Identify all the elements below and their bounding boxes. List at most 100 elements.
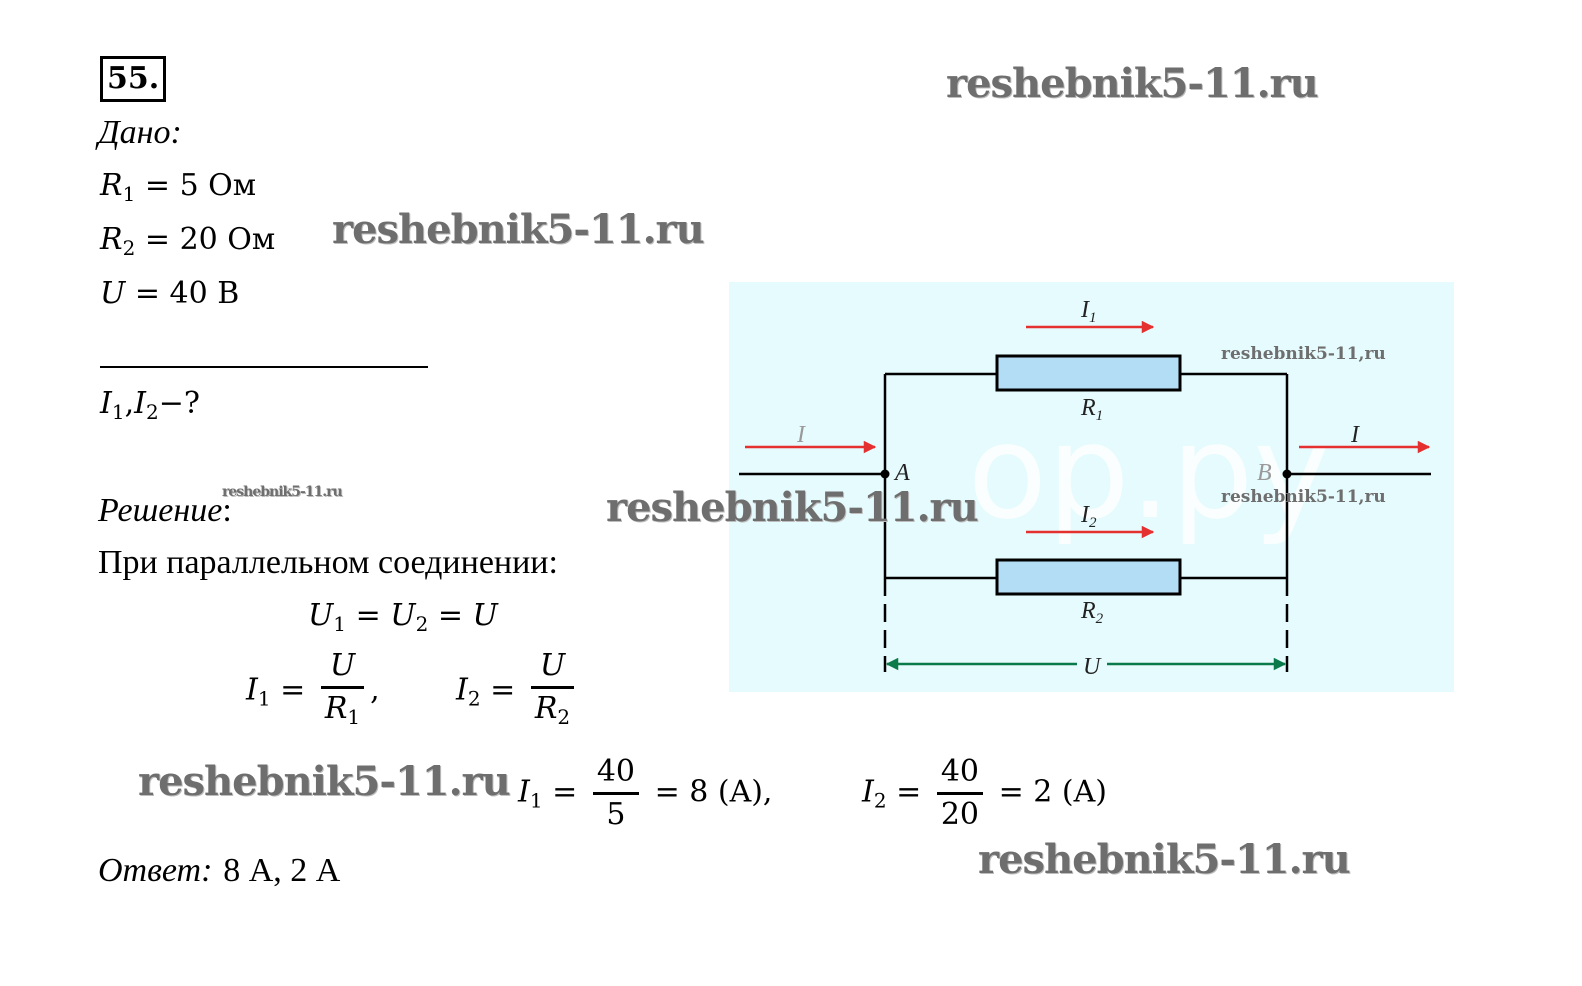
equals: = (134, 276, 160, 311)
label-i1: I1 (1080, 297, 1097, 326)
subscript: 1 (529, 788, 543, 813)
subscript: 2 (1089, 515, 1097, 531)
equals: = (896, 774, 922, 810)
find-question: I1,I2−? (100, 386, 200, 424)
symbol: R (100, 168, 123, 203)
symbol: R (1080, 395, 1096, 421)
label-node-b: B (1257, 460, 1272, 486)
subscript: 1 (347, 705, 361, 729)
subscript: 2 (1096, 611, 1104, 627)
label-i-in: I (796, 422, 806, 448)
subscript: 2 (122, 236, 136, 260)
fraction-bar (592, 792, 640, 795)
watermark-bottom: reshebnik5-11.ru (978, 836, 1351, 883)
denominator: R1 (321, 689, 364, 737)
value: 40 В (169, 276, 240, 311)
resistor-r1 (995, 354, 1182, 392)
symbol: R (324, 691, 348, 726)
given-divider (100, 366, 428, 368)
comma: , (370, 672, 380, 708)
label-voltage: U (1083, 654, 1102, 680)
equals: = (144, 168, 171, 203)
fraction: U R2 (530, 646, 575, 737)
circuit-diagram: ор.ру I1 I2 I I R1 R2 A B U reshebnik (729, 282, 1454, 692)
subscript: 1 (333, 612, 347, 636)
equals: = (552, 774, 578, 810)
symbol: R (100, 222, 123, 257)
problem-number: 55. (100, 56, 167, 102)
symbol: I (100, 386, 112, 421)
subscript: 1 (1089, 310, 1097, 326)
formula-i2: I2 = U R2 (456, 646, 580, 737)
value: 5 Ом (179, 168, 257, 203)
symbol: I (246, 672, 258, 708)
symbol: U (308, 598, 334, 633)
watermark-given: reshebnik5-11.ru (332, 206, 705, 253)
label-node-a: A (893, 460, 910, 486)
fraction: U R1 (320, 646, 365, 737)
faint-watermark: ор.ру (968, 396, 1331, 548)
solution-heading: Решение: (98, 490, 232, 530)
equals: = (355, 598, 381, 633)
denominator: R2 (531, 689, 574, 737)
symbol: U (100, 276, 126, 311)
question-mark: −? (158, 386, 200, 421)
watermark-center: reshebnik5-11.ru (606, 484, 979, 531)
subscript: 2 (146, 400, 159, 424)
formula-i1: I1 = U R1 , (246, 646, 380, 737)
symbol: I (862, 774, 874, 810)
symbol: I (1080, 502, 1090, 528)
fraction: 40 20 (936, 752, 984, 835)
watermark-small: reshebnik5-11.ru (222, 484, 343, 500)
given-heading: Дано: (98, 114, 182, 151)
symbol: R (534, 691, 558, 726)
numerator: 40 (940, 754, 980, 789)
fraction-bar (320, 686, 365, 689)
watermark-diagram-2: reshebnik5-11,ru (1221, 487, 1386, 507)
voltage-label-bg (1077, 650, 1107, 676)
symbol: I (456, 672, 468, 708)
subscript: 2 (873, 788, 887, 813)
numerator: 40 (596, 754, 636, 789)
subscript: 1 (1096, 408, 1104, 424)
label-r1: R1 (1080, 395, 1103, 424)
subscript: 1 (122, 182, 136, 206)
symbol: I (1080, 297, 1090, 323)
symbol: U (390, 598, 416, 633)
fraction-bar (530, 686, 575, 689)
result: = 8 (A), (654, 774, 773, 810)
solution-colon: : (222, 492, 232, 529)
watermark-top: reshebnik5-11.ru (946, 60, 1319, 107)
symbol: R (1080, 598, 1096, 624)
solution-intro: При параллельном соединении: (98, 544, 558, 581)
given-r2: R2 = 20 Ом (100, 222, 275, 260)
node-b (1282, 469, 1292, 479)
given-u: U = 40 В (100, 276, 239, 311)
equals: = (437, 598, 463, 633)
result: = 2 (A) (998, 774, 1107, 810)
subscript: 2 (467, 686, 481, 711)
subscript: 2 (415, 612, 429, 636)
answer-label: Ответ: (98, 852, 213, 889)
subscript: 1 (257, 686, 271, 711)
watermark-diagram-1: reshebnik5-11,ru (1221, 344, 1386, 364)
node-a (880, 469, 890, 479)
fraction-bar (936, 792, 984, 795)
equals: = (280, 672, 306, 708)
calc-i1: I1 = 40 5 = 8 (A), (518, 752, 772, 835)
answer: Ответ: 8 А, 2 А (98, 850, 340, 890)
label-i2: I2 (1080, 502, 1097, 531)
label-r2: R2 (1080, 598, 1104, 627)
denominator: 5 (606, 797, 626, 832)
symbol: I (518, 774, 530, 810)
wires (739, 372, 1431, 672)
symbol: I (134, 386, 146, 421)
numerator: U (329, 648, 356, 683)
resistor-r2 (995, 558, 1182, 596)
equals: = (144, 222, 171, 257)
given-r1: R1 = 5 Ом (100, 168, 256, 206)
symbol: U (472, 598, 498, 633)
subscript: 1 (111, 400, 125, 424)
value: 20 Ом (179, 222, 276, 257)
voltage-equality: U1 = U2 = U (308, 598, 498, 636)
